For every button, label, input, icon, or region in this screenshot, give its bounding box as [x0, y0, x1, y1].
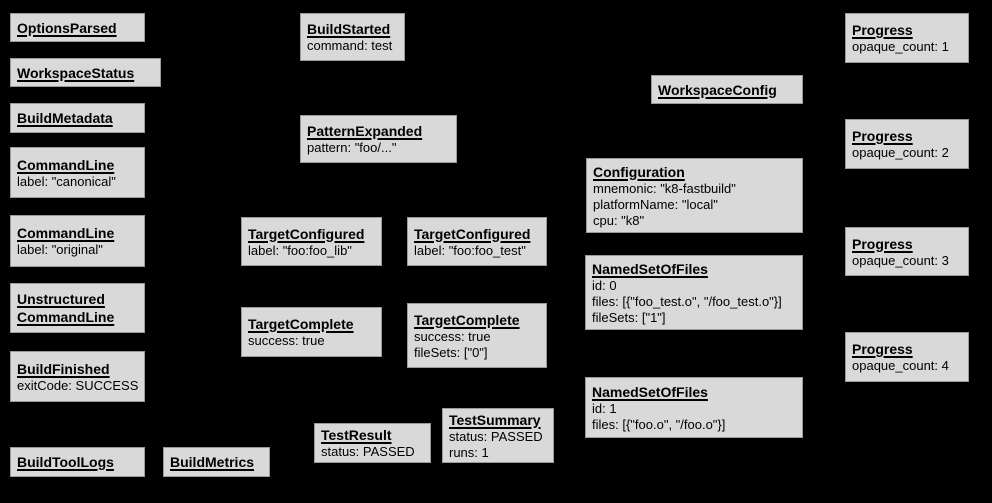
node-title: BuildMetrics: [170, 454, 255, 470]
node-attr: command: test: [307, 38, 393, 53]
node-attr: opaque_count: 2: [852, 145, 949, 160]
node-named-set-of-files-0: NamedSetOfFiles id: 0 files: [{"foo_test…: [585, 255, 803, 330]
node-title: BuildFinished: [17, 360, 110, 377]
node-progress-4: Progress opaque_count: 4: [845, 332, 969, 382]
node-attr: success: true: [248, 333, 325, 348]
node-attr: cpu: "k8": [593, 212, 645, 228]
node-attr: status: PASSED: [321, 444, 415, 459]
node-title: WorkspaceStatus: [17, 64, 135, 81]
node-attr: label: "canonical": [17, 173, 116, 189]
node-title: TargetComplete: [414, 311, 520, 328]
node-attr: opaque_count: 1: [852, 39, 949, 54]
node-named-set-of-files-1: NamedSetOfFiles id: 1 files: [{"foo.o", …: [585, 377, 803, 438]
node-title: Progress: [852, 341, 913, 357]
node-attr: status: PASSED: [449, 428, 543, 444]
node-title: TestResult: [321, 427, 392, 443]
node-attr: runs: 1: [449, 444, 489, 460]
node-attr: exitCode: SUCCESS: [17, 377, 139, 393]
node-title: OptionsParsed: [17, 19, 117, 36]
node-title: CommandLine: [17, 225, 115, 241]
node-title: Progress: [852, 235, 913, 252]
node-title: Configuration: [593, 163, 685, 180]
node-title: TargetConfigured: [414, 225, 531, 242]
node-title: BuildMetadata: [17, 110, 113, 126]
node-test-result: TestResult status: PASSED: [314, 423, 431, 463]
node-target-configured-foo-lib: TargetConfigured label: "foo:foo_lib": [241, 217, 382, 266]
node-title: Progress: [852, 22, 913, 38]
node-configuration: Configuration mnemonic: "k8-fastbuild" p…: [586, 158, 803, 233]
node-build-tool-logs: BuildToolLogs: [10, 447, 145, 477]
node-attr: label: "original": [17, 242, 103, 257]
node-title-line1: Unstructured: [17, 291, 105, 307]
node-build-finished: BuildFinished exitCode: SUCCESS: [10, 351, 145, 402]
node-build-metadata: BuildMetadata: [10, 103, 145, 133]
node-attr: files: [{"foo_test.o", "/foo_test.o"}]: [592, 293, 782, 309]
node-pattern-expanded: PatternExpanded pattern: "foo/...": [300, 115, 457, 163]
node-attr: files: [{"foo.o", "/foo.o"}]: [592, 416, 726, 432]
node-unstructured-commandline: Unstructured CommandLine: [10, 283, 145, 333]
node-attr: fileSets: ["1"]: [592, 309, 666, 325]
node-target-configured-foo-test: TargetConfigured label: "foo:foo_test": [407, 217, 547, 266]
node-title: NamedSetOfFiles: [592, 260, 708, 277]
node-attr: fileSets: ["0"]: [414, 344, 488, 360]
node-target-complete-test: TargetComplete success: true fileSets: […: [407, 303, 547, 368]
node-attr: id: 1: [592, 400, 617, 416]
node-workspace-config: WorkspaceConfig: [651, 75, 803, 104]
node-title: CommandLine: [17, 156, 115, 173]
node-attr: success: true: [414, 328, 491, 344]
node-options-parsed: OptionsParsed: [10, 13, 145, 42]
node-target-complete-lib: TargetComplete success: true: [241, 307, 382, 357]
node-build-started: BuildStarted command: test: [300, 13, 405, 61]
node-attr: mnemonic: "k8-fastbuild": [593, 180, 736, 196]
node-workspace-status: WorkspaceStatus: [10, 58, 161, 87]
node-title: Progress: [852, 128, 913, 144]
node-commandline-canonical: CommandLine label: "canonical": [10, 147, 145, 198]
node-title: NamedSetOfFiles: [592, 383, 708, 400]
node-title: BuildStarted: [307, 21, 391, 37]
node-commandline-original: CommandLine label: "original": [10, 215, 145, 267]
node-attr: opaque_count: 4: [852, 358, 949, 373]
node-title: TargetConfigured: [248, 225, 365, 242]
node-attr: pattern: "foo/...": [307, 140, 397, 155]
node-title-line2: CommandLine: [17, 309, 115, 325]
node-attr: label: "foo:foo_test": [414, 242, 526, 258]
node-title: TestSummary: [449, 411, 541, 428]
node-attr: opaque_count: 3: [852, 252, 949, 268]
node-build-metrics: BuildMetrics: [163, 447, 270, 477]
node-progress-2: Progress opaque_count: 2: [845, 119, 969, 169]
node-title: BuildToolLogs: [17, 454, 114, 470]
node-progress-3: Progress opaque_count: 3: [845, 227, 969, 276]
node-test-summary: TestSummary status: PASSED runs: 1: [442, 408, 554, 463]
node-attr: label: "foo:foo_lib": [248, 242, 352, 258]
node-attr: platformName: "local": [593, 196, 718, 212]
node-title: WorkspaceConfig: [658, 81, 777, 98]
node-progress-1: Progress opaque_count: 1: [845, 13, 969, 63]
node-attr: id: 0: [592, 277, 617, 293]
node-title: TargetComplete: [248, 316, 354, 332]
node-title: PatternExpanded: [307, 123, 423, 139]
